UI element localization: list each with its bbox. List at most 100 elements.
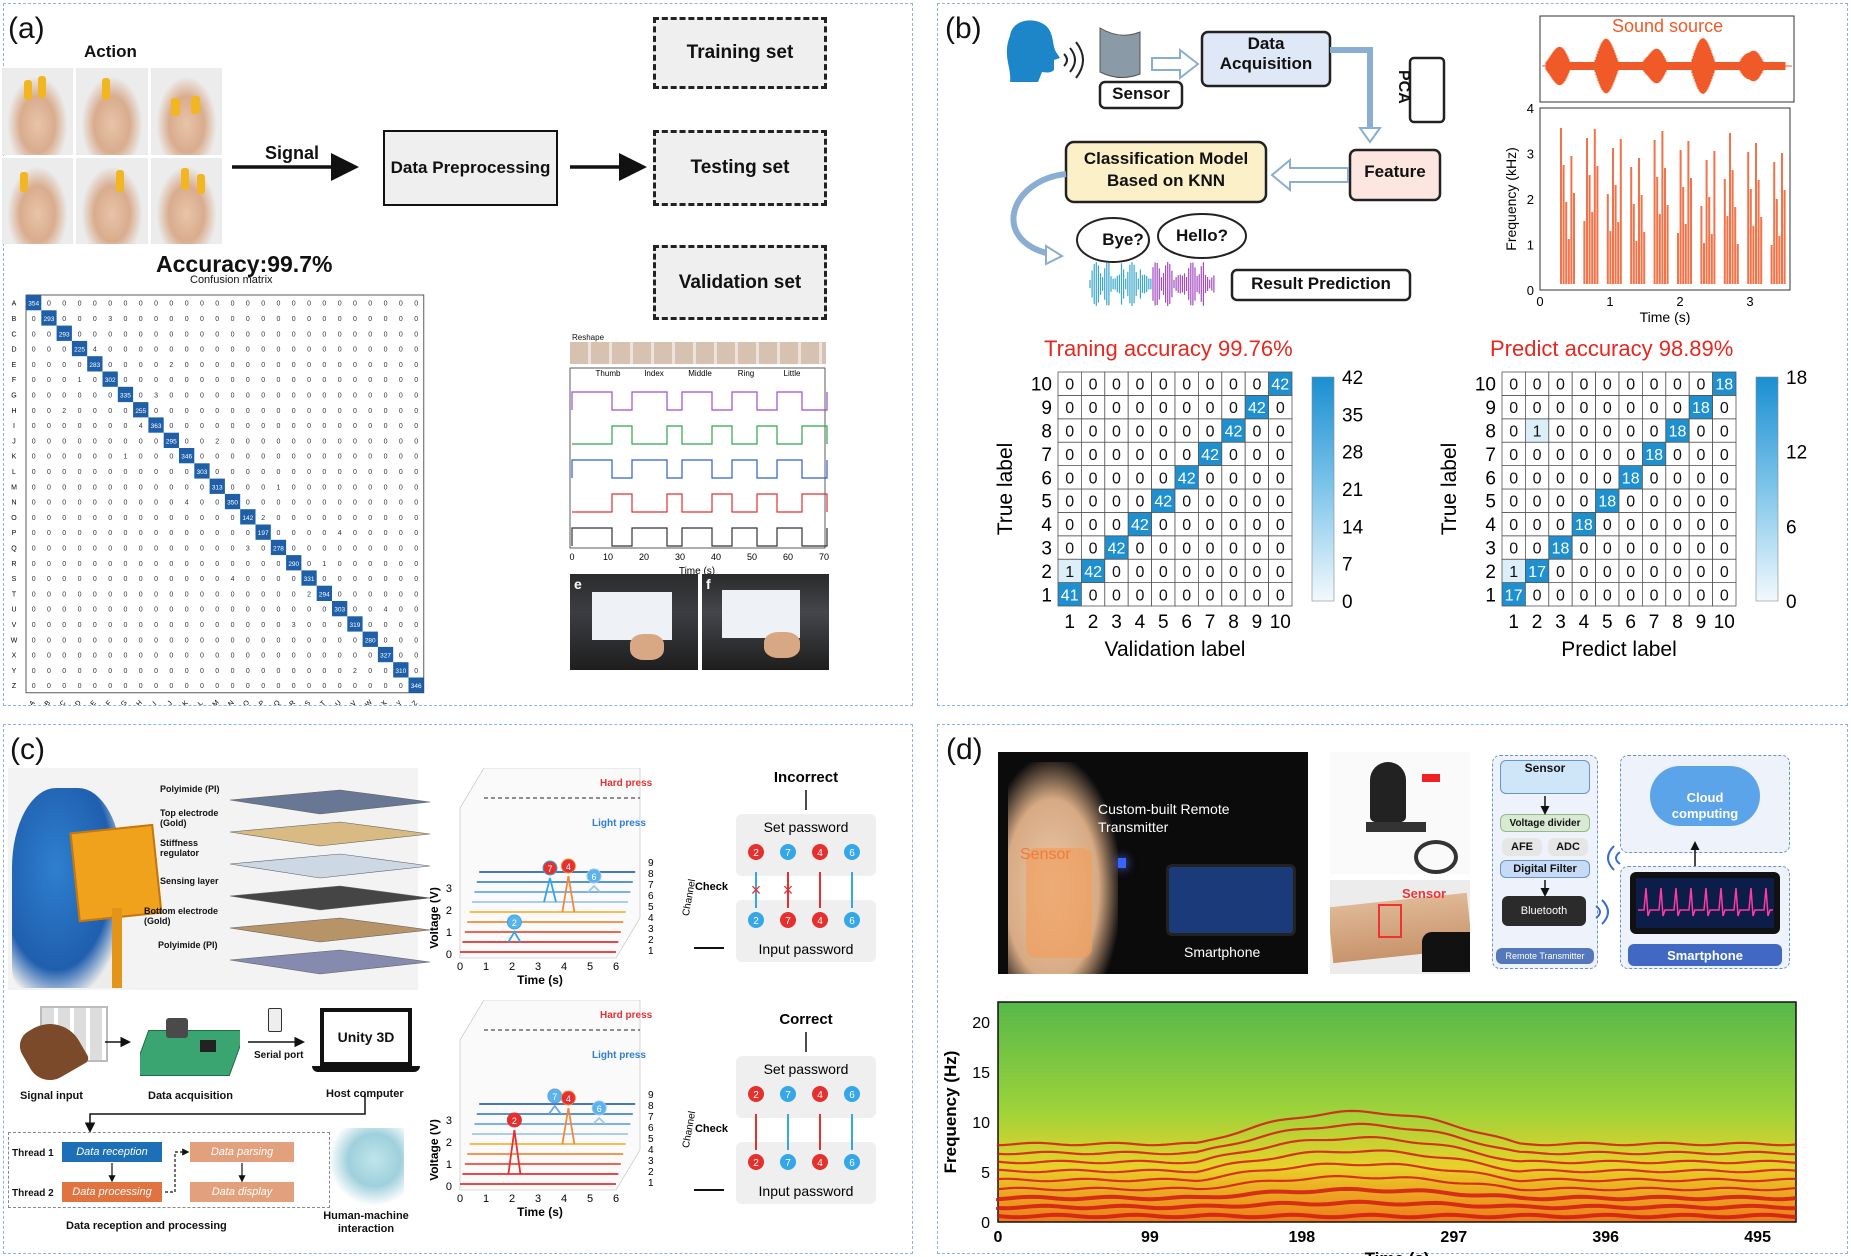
cell-value: 0 <box>1112 564 1121 581</box>
cell-value: 0 <box>200 530 204 537</box>
x-tick-label: 1 <box>1508 612 1519 633</box>
cell-value: 0 <box>169 454 173 461</box>
y-tick-label: 0 <box>446 1181 452 1193</box>
cell-value: 0 <box>154 561 158 568</box>
cell-value: 0 <box>123 301 127 308</box>
spectrogram-column <box>1677 233 1679 284</box>
cell-value: 0 <box>139 576 143 583</box>
x-tick-label: 10 <box>1714 612 1735 633</box>
cell-value: 0 <box>292 392 296 399</box>
cell-value: 0 <box>1509 447 1518 464</box>
cell-value: 0 <box>215 683 219 690</box>
cell-value: 0 <box>1065 447 1074 464</box>
cell-value: 0 <box>399 591 403 598</box>
cell-value: 17 <box>1505 587 1523 604</box>
cell-value: 4 <box>93 347 97 354</box>
cell-value: 0 <box>322 392 326 399</box>
cell-value: 0 <box>1112 424 1121 441</box>
cell-value: 0 <box>1556 424 1565 441</box>
cell-value: 0 <box>307 438 311 445</box>
cell-value: 0 <box>1159 541 1168 558</box>
cell-value: 0 <box>414 392 418 399</box>
cell-value: 18 <box>1552 541 1570 558</box>
transmitter-label: Custom-built Remote Transmitter <box>1098 800 1258 836</box>
cell-value: 0 <box>154 668 158 675</box>
cell-value: 0 <box>322 500 326 507</box>
y-tick-label: 10 <box>1475 375 1496 396</box>
cell-value: 0 <box>1533 400 1542 417</box>
spectrogram-column <box>1690 178 1692 284</box>
channel-tick: 1 <box>648 1178 654 1189</box>
cell-value: 0 <box>62 607 66 614</box>
cell-value: 0 <box>32 469 36 476</box>
train-accuracy-title: Traning accuracy 99.76% <box>1044 336 1293 361</box>
layer-stack-diagram <box>229 789 431 975</box>
cloud-icon <box>1650 766 1760 826</box>
cell-value: 0 <box>1089 494 1098 511</box>
cloud-label: Cloud computing <box>1660 790 1750 822</box>
cell-value: 0 <box>93 469 97 476</box>
cell-value: 0 <box>399 438 403 445</box>
cell-value: 0 <box>1252 541 1261 558</box>
cell-value: 0 <box>1065 494 1074 511</box>
spectrogram-column <box>1770 245 1773 284</box>
cell-value: 0 <box>32 423 36 430</box>
cell-value: 0 <box>47 392 51 399</box>
cell-value: 0 <box>1720 424 1729 441</box>
cell-value: 0 <box>231 668 235 675</box>
hand-photo <box>150 157 222 244</box>
x-tick-label: 8 <box>1672 612 1683 633</box>
cell-value: 0 <box>1182 400 1191 417</box>
cell-value: 0 <box>276 362 280 369</box>
host-computer-label: Host computer <box>326 1088 404 1100</box>
harmonic-band <box>996 1122 1797 1156</box>
cell-value: 0 <box>276 377 280 384</box>
cell-value: 303 <box>197 469 208 476</box>
cell-value: 0 <box>93 301 97 308</box>
cell-value: 0 <box>384 622 388 629</box>
cell-value: 0 <box>1556 377 1565 394</box>
cell-value: 0 <box>215 561 219 568</box>
cell-value: 0 <box>307 484 311 491</box>
spectrogram-column <box>1703 243 1705 284</box>
cell-value: 0 <box>368 576 372 583</box>
set-digit-circle <box>812 1086 828 1102</box>
hmi-figure <box>330 1128 404 1208</box>
cell-value: 0 <box>1720 541 1729 558</box>
cell-value: 0 <box>246 392 250 399</box>
cell-value: 0 <box>1556 447 1565 464</box>
cell-value: 0 <box>368 683 372 690</box>
matrix-cell <box>1712 371 1737 396</box>
cell-value: 0 <box>322 668 326 675</box>
cell-value: 0 <box>62 591 66 598</box>
spectrogram-column <box>1573 193 1575 284</box>
cell-value: 0 <box>1603 447 1612 464</box>
cell-value: 0 <box>338 561 342 568</box>
cell-value: 0 <box>307 408 311 415</box>
x-tick-label: A <box>28 699 36 705</box>
x-tick-label: 6 <box>1625 612 1636 633</box>
cell-value: 0 <box>108 622 112 629</box>
cell-value: 1 <box>322 561 326 568</box>
cell-value: 0 <box>1276 587 1285 604</box>
cell-value: 0 <box>154 377 158 384</box>
layer-sheet <box>229 789 431 815</box>
cell-value: 0 <box>47 362 51 369</box>
cell-value: 0 <box>47 591 51 598</box>
cell-value: 0 <box>338 500 342 507</box>
cell-value: 0 <box>169 637 173 644</box>
cell-value: 0 <box>1673 377 1682 394</box>
pulse-trace <box>1638 887 1773 917</box>
spectrogram-column <box>1705 160 1708 284</box>
cell-value: 0 <box>353 530 357 537</box>
cell-value: 0 <box>399 545 403 552</box>
spectrogram-column <box>1666 205 1669 284</box>
cell-value: 0 <box>353 347 357 354</box>
cell-value: 0 <box>108 668 112 675</box>
cell-value: 0 <box>384 331 388 338</box>
cell-value: 283 <box>89 362 100 369</box>
cell-value: 0 <box>185 668 189 675</box>
cell-value: 0 <box>276 423 280 430</box>
sensor-block: Sensor <box>1500 760 1590 794</box>
cell-value: 0 <box>307 362 311 369</box>
